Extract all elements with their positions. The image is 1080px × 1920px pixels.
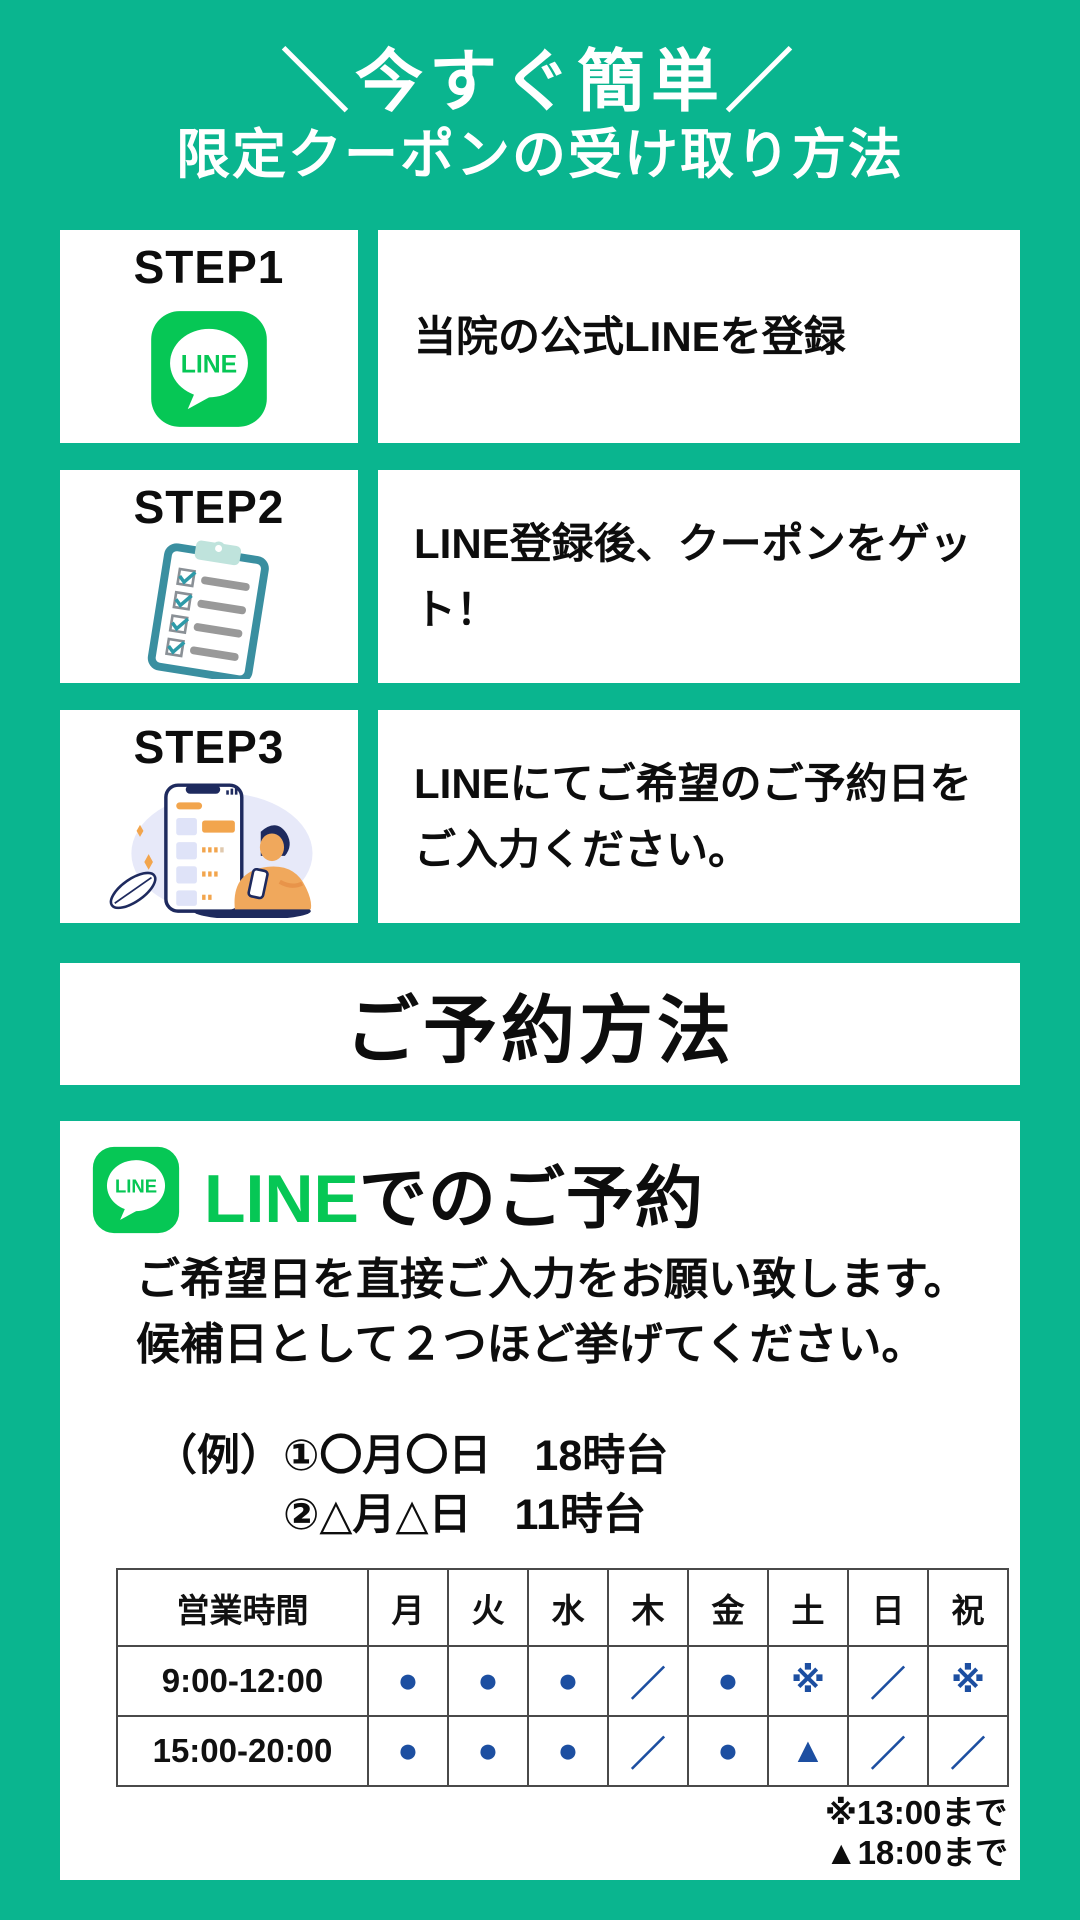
hours-row-morning: 9:00-12:00 ● ● ● ／ ● ※ ／ ※ [116,1645,1009,1717]
reservation-method-box: ご予約方法 [60,963,1020,1085]
step2-label: STEP2 [133,481,285,533]
hours-cell: ／ [927,1715,1009,1787]
footnote-asterisk: ※13:00まで [824,1794,1008,1831]
day-header-fri: 金 [687,1568,769,1647]
svg-text:LINE: LINE [181,351,237,378]
hours-cell: ● [367,1645,449,1717]
example-line-1: （例）①〇月〇日 18時台 [154,1432,669,1480]
hours-cell: ※ [767,1645,849,1717]
step2-label-box: STEP2 [60,470,358,683]
step3-label: STEP3 [133,721,285,773]
example-line-2: ②△月△日 11時台 [283,1491,647,1540]
svg-text:LINE: LINE [115,1176,157,1197]
day-header-holiday: 祝 [927,1568,1009,1647]
day-header-mon: 月 [367,1568,449,1647]
reservation-method-title: ご予約方法 [345,988,735,1072]
hours-cell: ※ [927,1645,1009,1717]
hours-cell: ● [447,1715,529,1787]
instruction-line-2: 候補日として２つほど挙げてください。 [136,1320,926,1370]
step1-label-box: STEP1 LINE [60,230,358,443]
catch-copy: ＼今すぐ簡単／ [280,44,799,120]
hours-cell: ／ [607,1715,689,1787]
step2-text: LINE登録後、クーポンをゲット！ [378,470,1020,683]
checklist-clipboard-icon [60,534,358,683]
phone-booking-illustration [60,774,358,923]
hours-cell: ／ [607,1645,689,1717]
hours-cell: ／ [847,1645,929,1717]
instruction-line-1: ご希望日を直接ご入力をお願い致します。 [136,1255,968,1304]
line-app-icon: LINE [60,294,358,443]
line-booking-section: LINE LINEでのご予約 ご希望日を直接ご入力をお願い致します。 候補日とし… [60,1121,1020,1880]
booking-example: （例）①〇月〇日 18時台 ②△月△日 11時台 [154,1427,668,1546]
line-booking-heading-text: LINEでのご予約 [204,1143,704,1242]
step1-label: STEP1 [133,241,285,293]
heading-rest: でのご予約 [358,1161,704,1237]
day-header-tue: 火 [447,1568,529,1647]
line-app-icon-small: LINE [92,1146,180,1239]
booking-instructions: ご希望日を直接ご入力をお願い致します。 候補日として２つほど挙げてください。 [136,1247,968,1377]
step2-row: STEP2 [60,470,1020,683]
day-header-sun: 日 [847,1568,929,1647]
step1-text: 当院の公式LINEを登録 [378,230,1020,443]
hours-cell: ● [527,1645,609,1717]
hours-cell: ● [687,1715,769,1787]
hours-cell: ● [447,1645,529,1717]
hours-cell: ▲ [767,1715,849,1787]
day-header-thu: 木 [607,1568,689,1647]
hours-cell: ／ [847,1715,929,1787]
step1-row: STEP1 LINE 当院の公式LINEを登録 [60,230,1020,443]
hours-cell: ● [367,1715,449,1787]
hours-cell: ● [527,1715,609,1787]
hours-cell: ● [687,1645,769,1717]
time-range-morning: 9:00-12:00 [116,1645,369,1717]
hours-header-time: 営業時間 [116,1568,369,1647]
time-range-evening: 15:00-20:00 [116,1715,369,1787]
step3-text: LINEにてご希望のご予約日をご入力ください。 [378,710,1020,923]
line-word: LINE [204,1161,359,1237]
hours-header-row: 営業時間 月 火 水 木 金 土 日 祝 [116,1568,1009,1647]
step3-row: STEP3 [60,710,1020,923]
day-header-wed: 水 [527,1568,609,1647]
day-header-sat: 土 [767,1568,849,1647]
page-title: 限定クーポンの受け取り方法 [176,125,904,185]
line-booking-heading: LINE LINEでのご予約 [92,1143,704,1242]
business-hours-table: 営業時間 月 火 水 木 金 土 日 祝 9:00-12:00 ● ● ● ／ … [116,1568,1009,1787]
hours-footnotes: ※13:00まで ▲18:00まで [825,1793,1008,1874]
step3-label-box: STEP3 [60,710,358,923]
footnote-triangle: ▲18:00まで [824,1834,1008,1872]
hours-row-evening: 15:00-20:00 ● ● ● ／ ● ▲ ／ ／ [116,1715,1009,1787]
